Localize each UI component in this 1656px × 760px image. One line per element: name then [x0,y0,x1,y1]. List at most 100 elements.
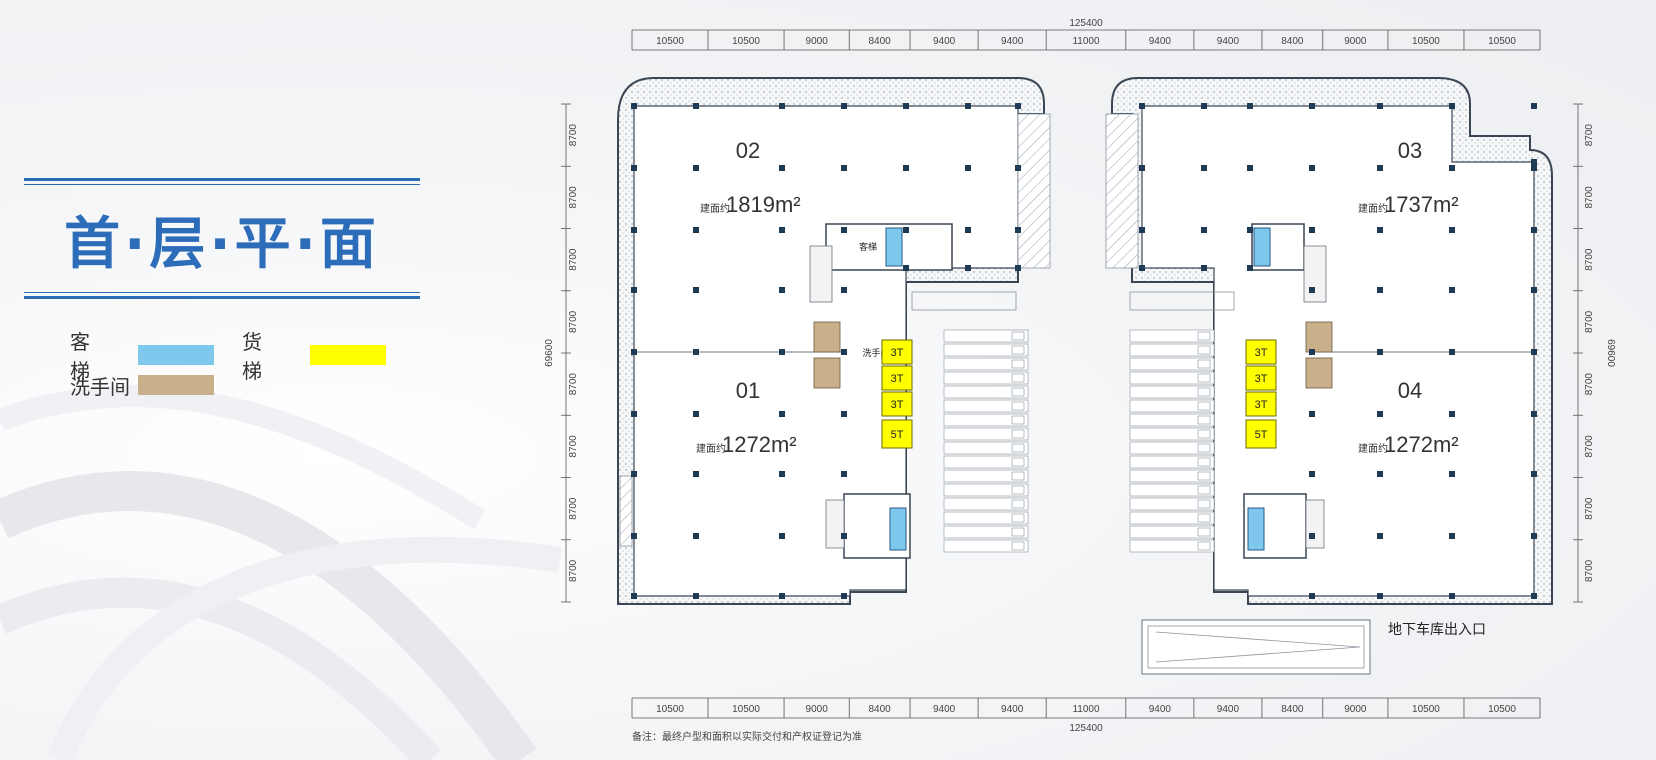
structural-column [693,411,699,417]
parking-stall [1129,455,1215,469]
parking-stall [1129,539,1215,553]
garage-ramp: 地下车库出入口 [1141,619,1486,675]
structural-column [693,227,699,233]
structural-column [1309,103,1315,109]
cargo-lift [881,391,913,417]
legend-item-washroom: 洗手间 [70,371,242,400]
parking-stall [1129,441,1215,455]
unit-03-id: 03 [1398,138,1422,163]
dimension-label: 9000 [806,704,829,715]
structural-column [1377,287,1383,293]
title-rule-top [24,178,420,181]
parking-stall [943,511,1029,525]
structural-column [779,227,785,233]
page-title: 首·层·平·面 [64,212,380,277]
structural-column [631,227,637,233]
garage-entrance-label: 地下车库出入口 [1388,621,1486,637]
parking-stall [943,357,1029,371]
legend-item-passenger-lift: 客 梯 [70,326,242,384]
dimension-label: 8700 [1584,497,1595,520]
structural-column [779,593,785,599]
dimension-label: 10500 [1488,704,1516,715]
structural-column [693,287,699,293]
parking-stall [943,385,1029,399]
dimension-label: 11000 [1072,704,1100,715]
cargo-lift-capacity: 3T [891,347,904,359]
structural-column [1309,593,1315,599]
dimension-label: 9000 [1344,36,1367,47]
parking-stall [943,525,1029,539]
parking-stall [1129,399,1215,413]
structural-column [1531,103,1537,109]
unit-01-area: 1272m² [722,432,797,457]
parking-stall [943,539,1029,553]
structural-column [965,227,971,233]
unit-04-area-prefix: 建面约 [1358,442,1388,455]
footnote: 备注：最终户型和面积以实际交付和产权证登记为准 [632,730,862,743]
structural-column [631,103,637,109]
unit-04-id: 04 [1398,378,1422,403]
dimension-label: 8700 [1584,373,1595,396]
structural-column [1377,103,1383,109]
dimension-label: 9000 [1344,704,1367,715]
structural-column [631,411,637,417]
structural-column [1309,349,1315,355]
title-rule-top-thin [24,184,420,185]
parking-stall [1129,483,1215,497]
structural-column [903,227,909,233]
structural-column [1377,349,1383,355]
structural-column [1201,165,1207,171]
structural-column [779,349,785,355]
structural-column [631,533,637,539]
structural-column [1449,593,1455,599]
dimension-label: 9400 [1149,36,1172,47]
total-height-right: 69600 [1605,339,1616,367]
structural-column [1449,287,1455,293]
structural-column [841,533,847,539]
structural-column [1309,471,1315,477]
parking-stall [943,441,1029,455]
structural-column [779,471,785,477]
structural-column [779,411,785,417]
structural-column [841,287,847,293]
legend: 客 梯 货 梯 洗手间 [70,332,414,400]
structural-column [1201,103,1207,109]
structural-column [1531,349,1537,355]
structural-column [1201,265,1207,271]
unit-01-area-prefix: 建面约 [696,442,726,455]
parking-stall [1129,497,1215,511]
cargo-lift [881,339,913,365]
dimension-label: 8700 [568,497,579,520]
dimension-label: 8700 [568,248,579,271]
cargo-lift-capacity: 3T [1255,399,1268,411]
dimension-label: 8700 [568,186,579,209]
dimension-label: 8400 [869,36,892,47]
structural-column [841,227,847,233]
legend-swatch-passenger-lift [138,345,214,365]
legend-label: 洗手间 [70,376,130,399]
structural-column [1309,165,1315,171]
structural-column [631,349,637,355]
structural-column [1247,227,1253,233]
structural-column [779,287,785,293]
structural-column [1531,533,1537,539]
dimension-label: 9400 [933,704,956,715]
parking-stall [1129,511,1215,525]
dimension-label: 9400 [1001,704,1024,715]
parking-stall [943,371,1029,385]
total-width-top: 125400 [1069,18,1103,29]
cargo-lift [1245,365,1277,391]
dimension-label: 9400 [1149,704,1172,715]
dimension-label: 9000 [806,36,829,47]
cargo-lift [881,365,913,391]
dimension-label: 8700 [568,373,579,396]
structural-column [693,533,699,539]
parking-stall [943,483,1029,497]
structural-column [1449,227,1455,233]
structural-column [1531,593,1537,599]
structural-column [1531,411,1537,417]
dimension-label: 9400 [1001,36,1024,47]
